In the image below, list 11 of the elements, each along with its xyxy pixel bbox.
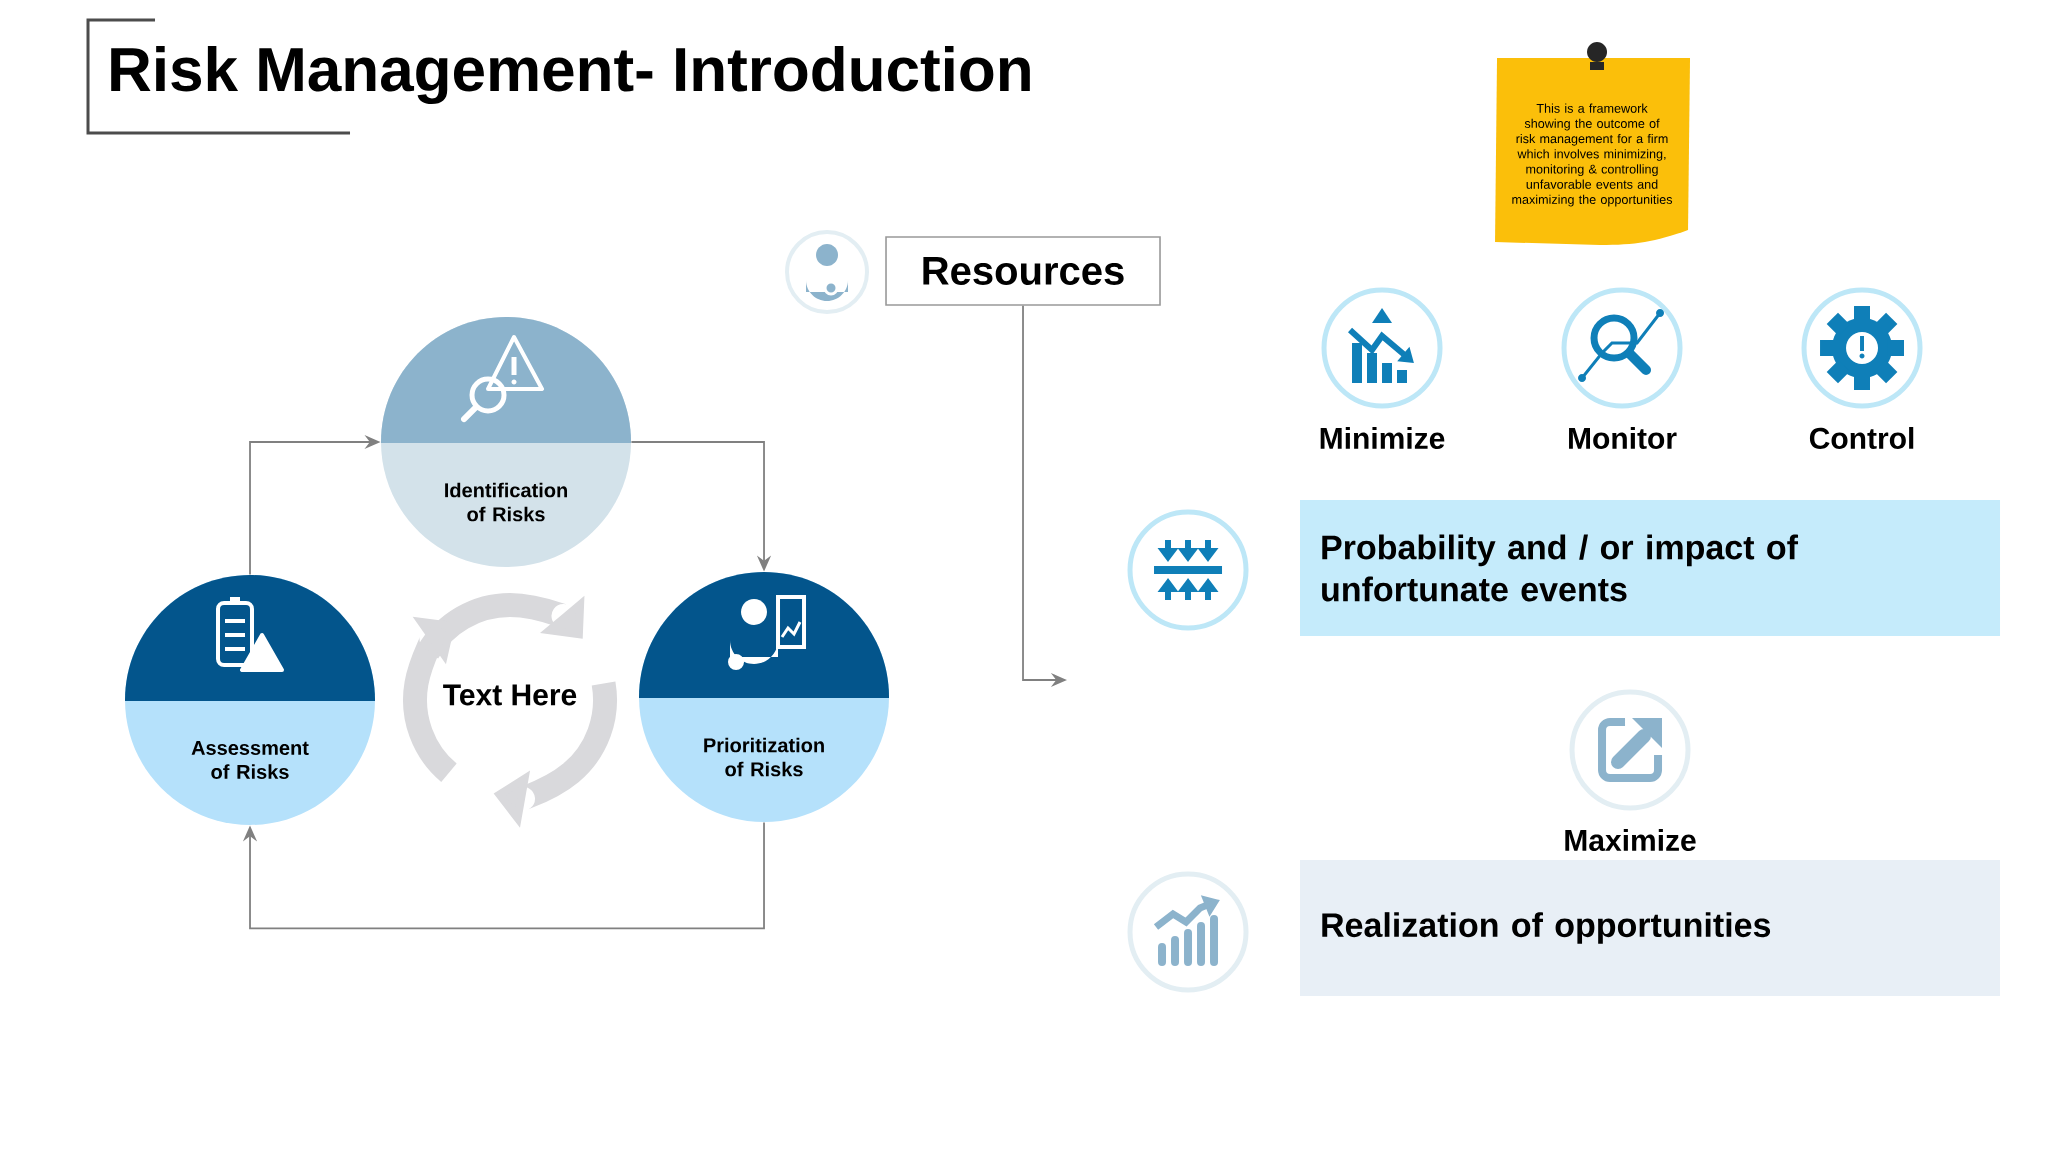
action-label: Minimize bbox=[1320, 427, 1445, 449]
arrow bbox=[242, 821, 765, 930]
sticky-note: This is a framework showing the outcome of risk management for a firm which involves minimizing, monitoring & controlling unfavorable events and maximizing the opportunities bbox=[1495, 58, 1691, 245]
outcome-box: Realization of opportunities bbox=[1300, 860, 2001, 996]
title: Risk Management- Introduction bbox=[111, 45, 1030, 105]
outcome-box: Probability and / or impact of unfortunate events bbox=[1300, 500, 2001, 636]
action-label: Control bbox=[1809, 427, 1914, 449]
action-label: Monitor bbox=[1569, 427, 1677, 449]
action-label: Maximize bbox=[1565, 829, 1696, 851]
resources-box: Resources bbox=[885, 236, 1161, 306]
center-text: Text Here bbox=[443, 684, 577, 706]
